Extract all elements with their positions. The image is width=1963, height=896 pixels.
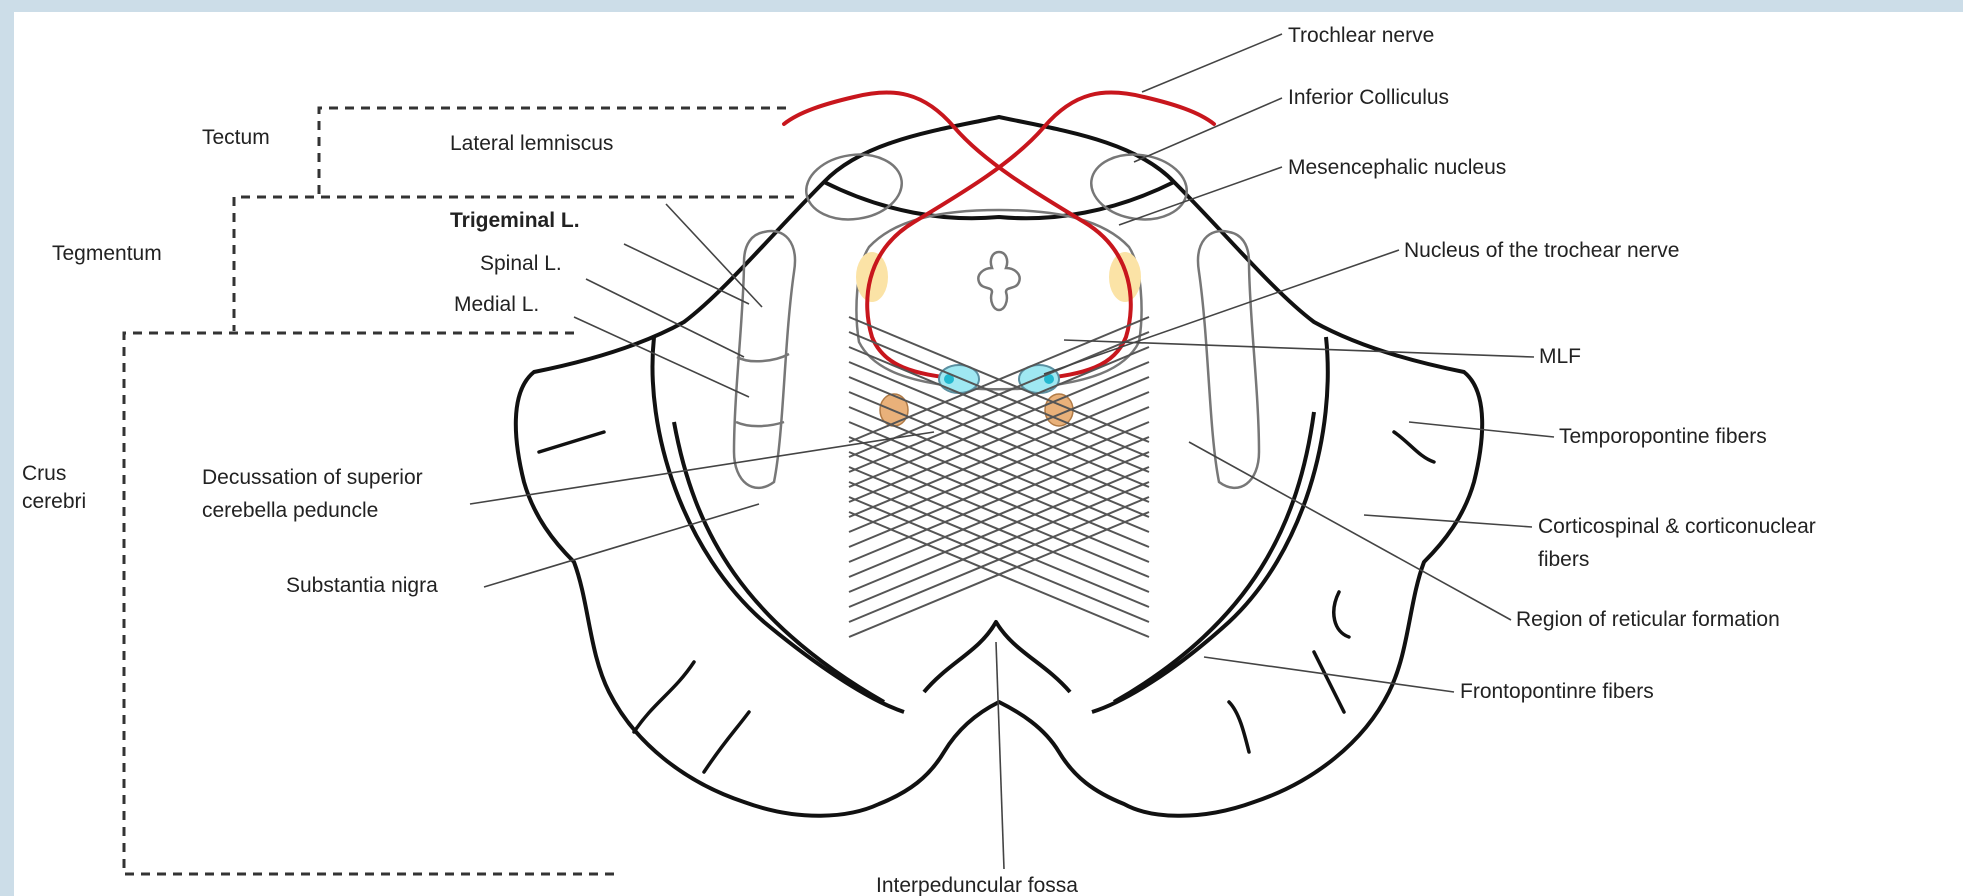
left-lower-fiber-mark-2 bbox=[704, 712, 749, 772]
left-lemniscus-divider-2 bbox=[736, 422, 784, 426]
left-lower-fiber-mark-1 bbox=[634, 662, 694, 732]
leader-lateral-lemniscus bbox=[666, 204, 762, 307]
right-mesencephalic-nucleus bbox=[1109, 252, 1141, 302]
label-trochlear-nerve: Trochlear nerve bbox=[1288, 24, 1434, 47]
lemnisci bbox=[734, 231, 1259, 488]
label-nucleus-trochlear-nerve: Nucleus of the trochear nerve bbox=[1404, 239, 1679, 262]
right-lower-fiber-mark-1 bbox=[1314, 652, 1344, 712]
label-reticular-formation: Region of reticular formation bbox=[1516, 608, 1780, 631]
label-inferior-colliculus: Inferior Colliculus bbox=[1288, 86, 1449, 109]
trochlear-nerve-paths bbox=[784, 92, 1214, 379]
label-lateral-lemniscus: Lateral lemniscus bbox=[450, 132, 613, 155]
cerebral-aqueduct bbox=[978, 252, 1019, 310]
label-medial-lemniscus: Medial L. bbox=[454, 293, 539, 316]
label-decussation-line2: cerebella peduncle bbox=[202, 499, 378, 522]
leader-inferior-colliculus bbox=[1134, 98, 1282, 162]
label-spinal-lemniscus: Spinal L. bbox=[480, 252, 562, 275]
label-crus-cerebri-line1: Crus bbox=[22, 462, 66, 485]
label-tegmentum: Tegmentum bbox=[52, 242, 162, 265]
diagram-canvas: Tectum Tegmentum Crus cerebri Lateral le… bbox=[14, 12, 1963, 896]
label-decussation-line1: Decussation of superior bbox=[202, 466, 423, 489]
right-lemniscus-crescent bbox=[1198, 231, 1259, 488]
midbrain-cross-section-diagram: Tectum Tegmentum Crus cerebri Lateral le… bbox=[14, 12, 1963, 896]
left-lemniscus-divider-1 bbox=[737, 354, 789, 361]
leader-frontopontine bbox=[1204, 657, 1454, 692]
decussation-crosshatch bbox=[849, 317, 1149, 637]
leader-trochlear-nucleus bbox=[1044, 250, 1399, 374]
label-temporopontine-fibers: Temporopontine fibers bbox=[1559, 425, 1767, 448]
mesencephalic-nuclei bbox=[856, 252, 1141, 302]
label-tectum: Tectum bbox=[202, 126, 270, 149]
leader-decussation bbox=[470, 432, 934, 504]
label-mlf: MLF bbox=[1539, 345, 1581, 368]
label-interpeduncular-fossa: Interpeduncular fossa bbox=[876, 874, 1078, 896]
label-crus-cerebri-line2: cerebri bbox=[22, 490, 86, 513]
left-crus-groove bbox=[674, 422, 884, 702]
crus-cerebri-bracket bbox=[124, 333, 619, 874]
label-corticospinal-line1: Corticospinal & corticonuclear bbox=[1538, 515, 1816, 538]
label-mesencephalic-nucleus: Mesencephalic nucleus bbox=[1288, 156, 1506, 179]
periaqueductal-grey-boundary bbox=[856, 210, 1141, 387]
right-lower-fiber-mark-2 bbox=[1229, 702, 1249, 752]
label-corticospinal-line2: fibers bbox=[1538, 548, 1589, 571]
left-temporal-fiber-mark bbox=[539, 432, 604, 452]
leader-trochlear-nerve bbox=[1142, 34, 1282, 92]
leader-reticular bbox=[1189, 442, 1511, 620]
right-temporal-fiber-mark bbox=[1394, 432, 1434, 462]
right-hook-fiber-mark bbox=[1334, 592, 1349, 637]
leader-interpeduncular-fossa bbox=[996, 642, 1004, 869]
inferior-colliculi bbox=[802, 149, 1191, 226]
label-substantia-nigra: Substantia nigra bbox=[286, 574, 438, 597]
label-trigeminal-lemniscus: Trigeminal L. bbox=[450, 209, 580, 232]
leader-corticospinal bbox=[1364, 515, 1532, 527]
label-frontopontine-fibers: Frontopontinre fibers bbox=[1460, 680, 1654, 703]
